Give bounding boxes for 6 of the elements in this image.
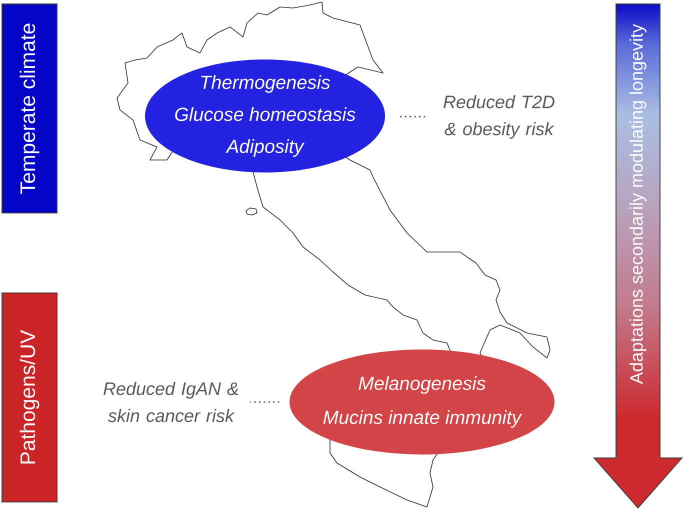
label-box: Temperate climate [2,4,58,214]
leader-line [250,401,280,403]
annotation-text: Reduced IgAN & skin cancer risk [104,382,238,422]
leader-line [400,116,427,118]
label-box: Pathogens/UV [2,292,58,502]
annotation-text: Reduced T2D & obesity risk [444,95,554,139]
